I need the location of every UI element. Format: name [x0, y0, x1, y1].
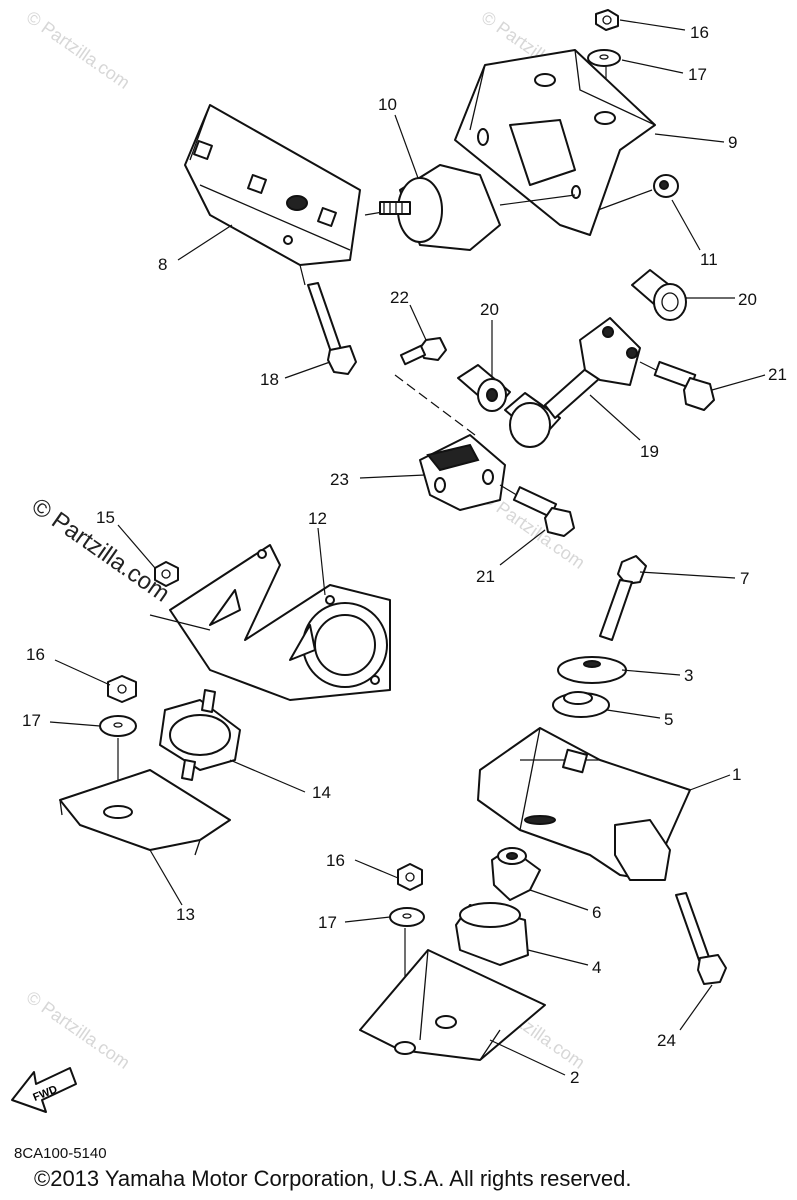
label-part-17b: 17: [318, 913, 337, 932]
label-part-5: 5: [664, 710, 673, 729]
part-17-washer-mid: [389, 907, 425, 927]
label-part-23: 23: [330, 470, 349, 489]
part-17-washer-left: [99, 715, 137, 737]
part-20-bushing-left: [457, 364, 511, 412]
part-22-bolt: [399, 337, 447, 366]
part-19-link-rod: [504, 317, 641, 448]
label-part-3: 3: [684, 666, 693, 685]
label-part-21b: 21: [476, 567, 495, 586]
watermark-text: © Partzilla.com: [23, 987, 134, 1073]
part-16-nut-mid: [397, 863, 423, 891]
label-part-6: 6: [592, 903, 601, 922]
label-part-18: 18: [260, 370, 279, 389]
label-part-24: 24: [657, 1031, 676, 1050]
copyright-notice: ©2013 Yamaha Motor Corporation, U.S.A. A…: [34, 1166, 632, 1191]
part-1-bracket: [477, 727, 691, 881]
label-part-7: 7: [740, 569, 749, 588]
part-21-bolt-upper: [653, 360, 715, 411]
part-5-washer: [552, 691, 610, 718]
label-part-8: 8: [158, 255, 167, 274]
part-21-bolt-lower: [512, 486, 575, 537]
part-labels: 16 17 9 10 11 8 18 22 20 20 21 19 23 21 …: [22, 23, 787, 1087]
part-16-nut-left: [107, 675, 137, 703]
part-7-bolt: [599, 555, 647, 641]
part-4-rubber: [455, 902, 529, 966]
part-15-nut: [154, 561, 179, 587]
part-16-nut-top: [595, 9, 619, 31]
part-18-bolt: [307, 282, 357, 375]
part-3-washer: [557, 656, 627, 684]
drawing-code: 8CA100-5140: [14, 1145, 107, 1162]
part-6-bushing: [491, 847, 541, 901]
label-part-17: 17: [688, 65, 707, 84]
label-part-1: 1: [732, 765, 741, 784]
label-part-11: 11: [700, 250, 718, 269]
label-part-2: 2: [570, 1068, 579, 1087]
label-part-16: 16: [690, 23, 709, 42]
label-part-9: 9: [728, 133, 737, 152]
label-part-13: 13: [176, 905, 195, 924]
part-9-bracket: [454, 49, 656, 236]
label-part-19: 19: [640, 442, 659, 461]
label-part-12: 12: [308, 509, 327, 528]
label-part-16b: 16: [326, 851, 345, 870]
label-part-22: 22: [390, 288, 409, 307]
part-20-bushing-right: [631, 269, 687, 321]
watermark-text: © Partzilla.com: [23, 7, 134, 93]
part-24-bolt: [675, 892, 727, 985]
part-8-bracket: [184, 104, 361, 266]
part-10-mount: [379, 164, 501, 251]
label-part-17c: 17: [22, 711, 41, 730]
label-part-10: 10: [378, 95, 397, 114]
fwd-arrow-icon: FWD: [11, 1067, 77, 1113]
part-23-bracket: [419, 434, 506, 511]
label-part-16c: 16: [26, 645, 45, 664]
part-14-rubber-mount: [159, 689, 241, 781]
label-part-4: 4: [592, 958, 601, 977]
leader-lines: [49, 19, 766, 1076]
label-part-21: 21: [768, 365, 787, 384]
label-part-14: 14: [312, 783, 331, 802]
label-part-15: 15: [96, 508, 115, 527]
label-part-20: 20: [480, 300, 499, 319]
part-12-bracket: [169, 544, 391, 701]
part-11-collar: [653, 174, 679, 198]
label-part-20b: 20: [738, 290, 757, 309]
part-2-bracket: [359, 949, 546, 1061]
part-13-bracket: [59, 769, 231, 856]
part-17-washer-top: [587, 49, 621, 67]
